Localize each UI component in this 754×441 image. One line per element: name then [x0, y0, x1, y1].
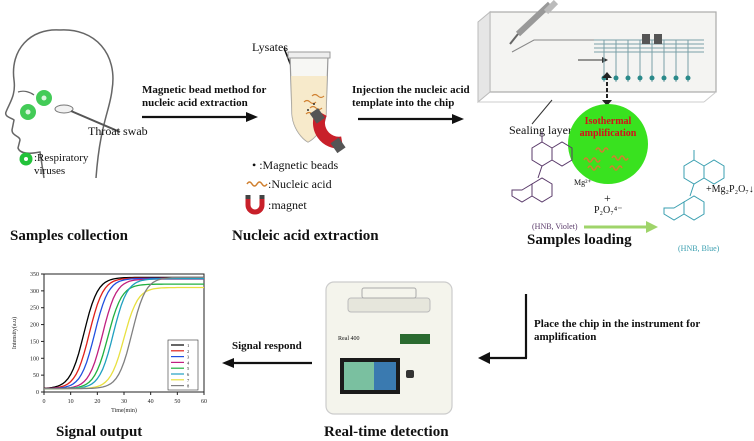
x-axis-label: Time(min) — [111, 407, 137, 414]
microfluidic-chip — [477, 0, 717, 104]
p2o7-label: P₂O₇⁴⁻ — [594, 205, 623, 216]
magnet-legend-icon — [245, 195, 265, 215]
signal-output-title: Signal output — [56, 424, 143, 440]
tube-illustration — [283, 47, 346, 154]
y-tick-label: 100 — [30, 356, 39, 362]
x-tick-label: 10 — [68, 399, 74, 405]
samples-loading-title: Samples loading — [527, 232, 632, 248]
series-line-8 — [44, 276, 204, 390]
extraction-arrow-note: Magnetic bead method for nucleic acid ex… — [142, 84, 267, 109]
y-tick-label: 250 — [30, 306, 39, 312]
magnetic-beads-label: :Magnetic beads — [259, 158, 339, 172]
throat-swab-label: Throat swab — [88, 124, 148, 138]
legend-box — [167, 339, 199, 391]
y-tick-label: 50 — [33, 373, 39, 379]
virus-dot — [41, 95, 47, 101]
nucleic-acid-legend-label: :Nucleic acid — [268, 177, 332, 191]
x-tick-label: 20 — [94, 399, 100, 405]
samples-collection-title: Samples collection — [10, 228, 128, 244]
product-label: +Mg₂P₂O₇↓ — [706, 184, 754, 195]
hnb-violet-label: (HNB, Violet) — [532, 222, 578, 231]
respiratory-virus-legend-label: :Respiratory viruses — [34, 152, 89, 177]
y-tick-label: 150 — [30, 339, 39, 345]
arrow-to-loading — [358, 114, 464, 124]
magnet-legend-label: :magnet — [268, 198, 307, 212]
y-tick-label: 350 — [30, 272, 39, 278]
head-illustration — [4, 29, 121, 179]
mg-ion-label: Mg²⁺ — [574, 178, 592, 187]
x-tick-label: 50 — [174, 399, 180, 405]
legend-label: 6 — [187, 372, 190, 377]
legend-label: 8 — [187, 384, 190, 389]
x-tick-label: 30 — [121, 399, 127, 405]
y-tick-label: 0 — [36, 390, 39, 396]
lysates-label: Lysates — [252, 40, 288, 54]
reaction-arrow — [584, 221, 658, 233]
y-tick-label: 200 — [30, 323, 39, 329]
nucleic-acid-extraction-title: Nucleic acid extraction — [232, 228, 379, 244]
sealing-layer-label: Sealing layer — [509, 123, 572, 137]
legend-label: 7 — [187, 378, 190, 383]
y-tick-label: 300 — [30, 289, 39, 295]
x-tick-label: 0 — [43, 399, 46, 405]
legend-label: 5 — [187, 366, 190, 371]
x-tick-label: 60 — [201, 399, 207, 405]
arrow-to-extraction — [142, 112, 258, 122]
nucleic-acid-legend-icon — [246, 181, 268, 187]
hnb-blue-structure — [663, 150, 725, 221]
isothermal-amplification-circle — [568, 104, 648, 184]
x-tick-label: 40 — [148, 399, 154, 405]
magnetic-beads-legend: • :Magnetic beads — [252, 158, 339, 172]
device-model-label: Real 400 — [338, 336, 360, 342]
legend-label: 3 — [187, 355, 190, 360]
arrow-to-detection — [478, 294, 528, 364]
sealing-layer-pointer — [531, 99, 553, 125]
chip-to-circle-arrow — [602, 72, 612, 106]
amplification-chart: 0 10 20 30 40 50 60 0 50 100 150 200 250 300 350Time(m… — [11, 272, 207, 414]
legend-label: 1 — [187, 343, 189, 348]
real-time-device — [325, 281, 453, 415]
respiratory-virus-legend-icon — [19, 152, 33, 166]
hnb-blue-label: (HNB, Blue) — [678, 244, 720, 253]
real-time-detection-title: Real-time detection — [324, 424, 449, 440]
legend-label: 2 — [187, 349, 189, 354]
isothermal-amplification-label: Isothermal amplification — [579, 116, 637, 139]
hnb-violet-structure — [511, 132, 573, 203]
injection-arrow-note: Injection the nucleic acid template into… — [352, 84, 470, 109]
y-axis-label: Intensity(a.u) — [11, 317, 18, 349]
signal-respond-note: Signal respond — [232, 340, 302, 352]
plus-label: + — [604, 191, 611, 205]
virus-dot — [25, 109, 31, 115]
place-chip-note: Place the chip in the instrument for amp… — [534, 318, 701, 343]
legend-label: 4 — [187, 360, 190, 365]
arrow-to-output — [222, 358, 312, 368]
